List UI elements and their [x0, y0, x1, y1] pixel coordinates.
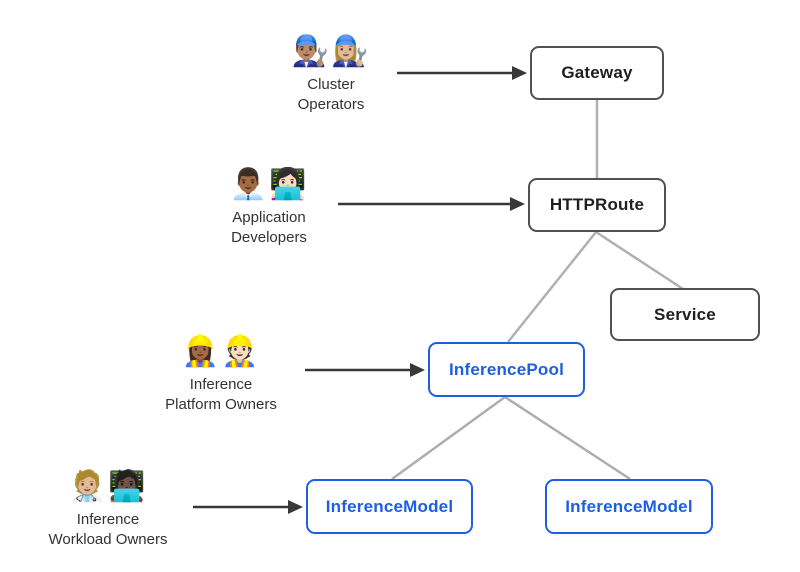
- node-httproute-label: HTTPRoute: [549, 195, 645, 214]
- persona-label-line1: Cluster: [307, 76, 355, 93]
- edge-inferencepool-inferencemodel-right: [504, 395, 631, 481]
- persona-label-line1: Inference: [189, 376, 253, 393]
- arrowhead-icon: [510, 197, 525, 211]
- arrow-application-developers-to-httproute: [338, 197, 525, 211]
- persona-label-line2: Operators: [297, 96, 365, 113]
- application-developers-emoji-icon: 👨🏾‍💼👩🏻‍💻: [229, 168, 309, 201]
- persona-label-line2: Platform Owners: [165, 396, 277, 413]
- node-gateway: Gateway: [530, 46, 664, 100]
- node-service-label: Service: [654, 304, 716, 324]
- inference-platform-owners-emoji-icon: 👷🏾‍♀️👷🏻: [181, 335, 261, 368]
- inference-workload-owners-emoji-icon: 🧑🏼‍⚕️🧑🏿‍💻: [68, 470, 148, 503]
- node-inferencemodel-left: InferenceModel: [306, 479, 473, 534]
- arrow-workload-owners-to-inferencemodel: [193, 500, 303, 514]
- persona-label-line1: Inference: [76, 511, 140, 528]
- persona-inference-workload-owners: 🧑🏼‍⚕️🧑🏿‍💻 Inference Workload Owners: [8, 468, 208, 550]
- persona-cluster-operators: 👨🏽‍🔧👩🏼‍🔧 Cluster Operators: [251, 33, 411, 115]
- arrow-platform-owners-to-inferencepool: [305, 363, 425, 377]
- node-inferencemodel-right: InferenceModel: [545, 479, 713, 534]
- node-httproute: HTTPRoute: [528, 178, 666, 232]
- node-inferencemodel-left-label: InferenceModel: [325, 496, 454, 516]
- edge-inferencepool-inferencemodel-left: [391, 395, 506, 481]
- persona-inference-platform-owners: 👷🏾‍♀️👷🏻 Inference Platform Owners: [121, 333, 321, 415]
- node-gateway-label: Gateway: [561, 63, 633, 82]
- edge-httproute-service: [595, 230, 684, 291]
- node-inferencepool: InferencePool: [428, 342, 585, 397]
- arrow-cluster-operators-to-gateway: [397, 66, 527, 80]
- arrowhead-icon: [512, 66, 527, 80]
- persona-label-line2: Developers: [231, 229, 307, 246]
- persona-application-developers: 👨🏾‍💼👩🏻‍💻 Application Developers: [189, 166, 349, 248]
- node-inferencepool-label: InferencePool: [448, 359, 565, 379]
- node-inferencemodel-right-label: InferenceModel: [565, 496, 693, 516]
- cluster-operators-emoji-icon: 👨🏽‍🔧👩🏼‍🔧: [291, 35, 371, 68]
- persona-label-line2: Workload Owners: [48, 531, 168, 548]
- arrowhead-icon: [410, 363, 425, 377]
- persona-label-line1: Application: [232, 209, 306, 226]
- arrowhead-icon: [288, 500, 303, 514]
- edge-httproute-inferencepool: [507, 231, 597, 343]
- node-service: Service: [610, 288, 760, 341]
